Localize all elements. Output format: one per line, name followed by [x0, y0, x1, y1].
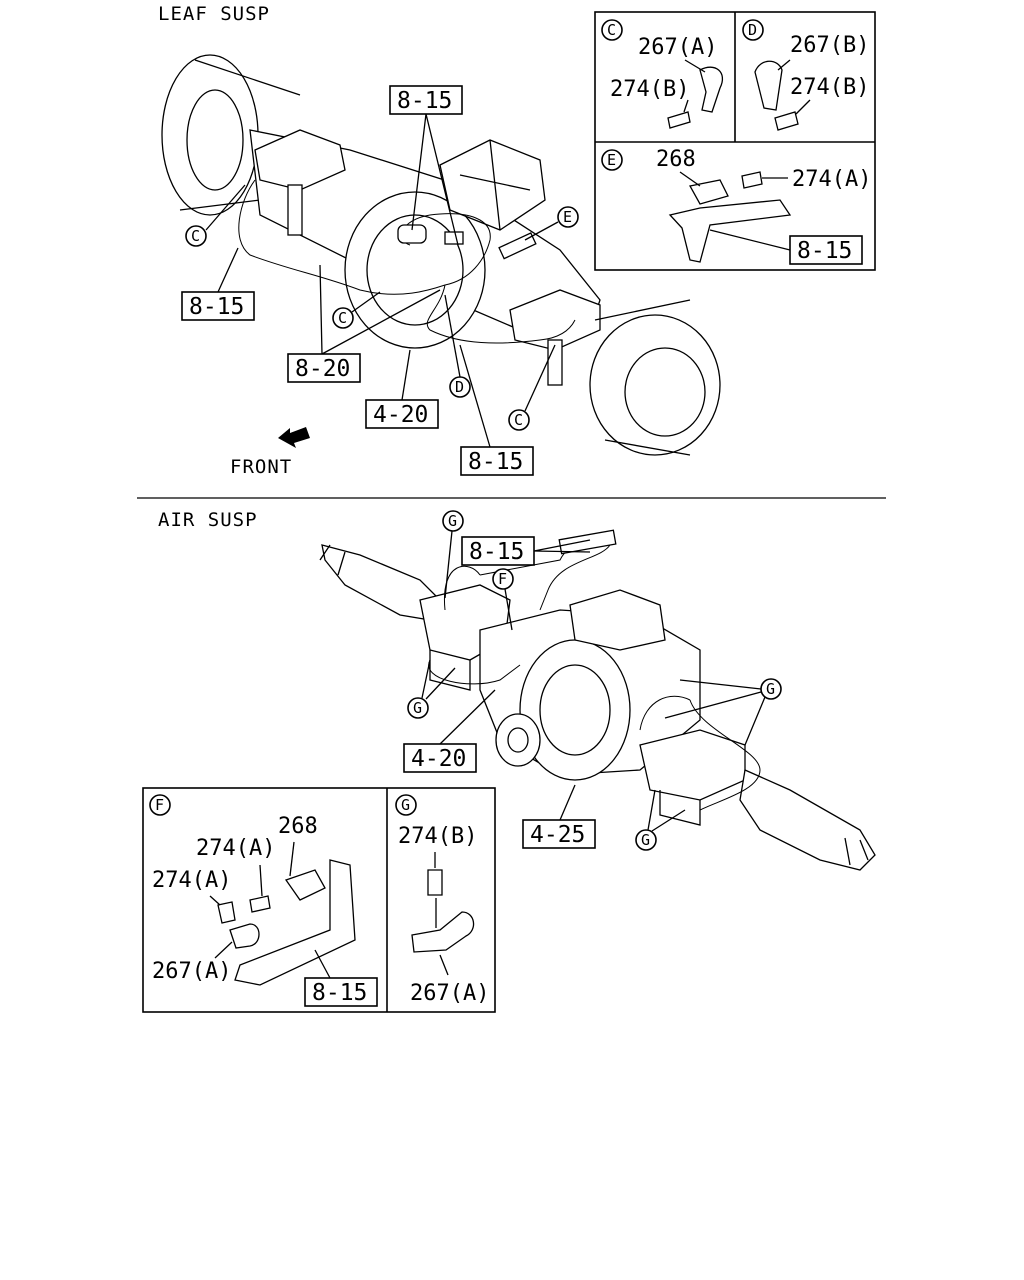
- svg-text:D: D: [455, 378, 464, 396]
- callout-4-20-air: 4-20: [403, 689, 496, 773]
- leaf-axle-drawing: [161, 54, 721, 456]
- callout-8-15-bottom: 8-15: [459, 344, 534, 476]
- svg-text:4-25: 4-25: [530, 822, 585, 848]
- inset-g-part-274b: 274(B): [398, 824, 477, 849]
- callout-8-20: 8-20: [287, 264, 441, 383]
- svg-text:8-15: 8-15: [469, 539, 524, 565]
- inset-d-part-274b: 274(B): [790, 75, 869, 100]
- callout-g-left: G: [407, 659, 456, 719]
- inset-c-part-274b: 274(B): [610, 77, 689, 102]
- front-arrow-icon: [278, 427, 310, 448]
- front-label: FRONT: [230, 456, 292, 478]
- callout-8-15-left: 8-15: [181, 247, 255, 321]
- inset-f-part-267a: 267(A): [152, 959, 231, 984]
- inset-f-part-268: 268: [278, 814, 318, 839]
- svg-text:G: G: [641, 831, 650, 849]
- callout-f-air: F: [492, 568, 514, 631]
- inset-e-8-15: 8-15: [797, 238, 852, 264]
- inset-d-letter: D: [748, 21, 757, 39]
- svg-text:G: G: [766, 680, 775, 698]
- callout-d: D: [444, 294, 471, 398]
- callout-c-center: C: [332, 291, 381, 329]
- svg-text:C: C: [191, 227, 200, 245]
- air-axle-drawing: [319, 529, 876, 871]
- svg-text:8-15: 8-15: [468, 449, 523, 475]
- svg-text:E: E: [563, 208, 572, 226]
- svg-text:G: G: [413, 699, 422, 717]
- air-susp-title: AIR SUSP: [158, 509, 258, 531]
- svg-text:G: G: [448, 512, 457, 530]
- inset-e-part-268: 268: [656, 147, 696, 172]
- inset-c-part-267a: 267(A): [638, 35, 717, 60]
- callout-g-bottom: G: [635, 789, 686, 851]
- inset-d-part-267b: 267(B): [790, 33, 869, 58]
- svg-text:C: C: [338, 309, 347, 327]
- callout-g-right: G: [664, 678, 782, 746]
- inset-f-8-15: 8-15: [312, 980, 367, 1006]
- svg-text:C: C: [514, 411, 523, 429]
- callout-4-20-leaf: 4-20: [365, 349, 439, 429]
- inset-f-letter: F: [155, 796, 164, 814]
- svg-text:4-20: 4-20: [373, 402, 428, 428]
- leaf-susp-title: LEAF SUSP: [158, 3, 270, 25]
- inset-f-part-274a-lower: 274(A): [152, 868, 231, 893]
- callout-8-15-air: 8-15: [461, 536, 591, 566]
- svg-text:F: F: [498, 570, 507, 588]
- inset-c-d-e: C 267(A) 274(B) D 267(B) 274(B) E 268 27…: [594, 11, 876, 271]
- inset-e-part-274a: 274(A): [792, 167, 871, 192]
- inset-e-letter: E: [607, 151, 616, 169]
- callout-8-15-top: 8-15: [389, 85, 463, 246]
- callout-c-right: C: [508, 344, 556, 431]
- svg-text:8-15: 8-15: [397, 88, 452, 114]
- inset-c-letter: C: [607, 21, 616, 39]
- inset-g-letter: G: [401, 796, 410, 814]
- inset-g-part-267a: 267(A): [410, 981, 489, 1006]
- callout-g-top: G: [442, 510, 464, 599]
- callout-e-leaf: E: [524, 206, 579, 241]
- svg-text:8-20: 8-20: [295, 356, 350, 382]
- inset-f-part-274a-upper: 274(A): [196, 836, 275, 861]
- svg-text:8-15: 8-15: [189, 294, 244, 320]
- inset-f-g: F 268 274(A) 274(A) 267(A) 8-15 G 274(B)…: [142, 787, 496, 1013]
- callout-4-25: 4-25: [522, 784, 596, 849]
- svg-text:4-20: 4-20: [411, 746, 466, 772]
- callout-c-left: C: [185, 184, 246, 247]
